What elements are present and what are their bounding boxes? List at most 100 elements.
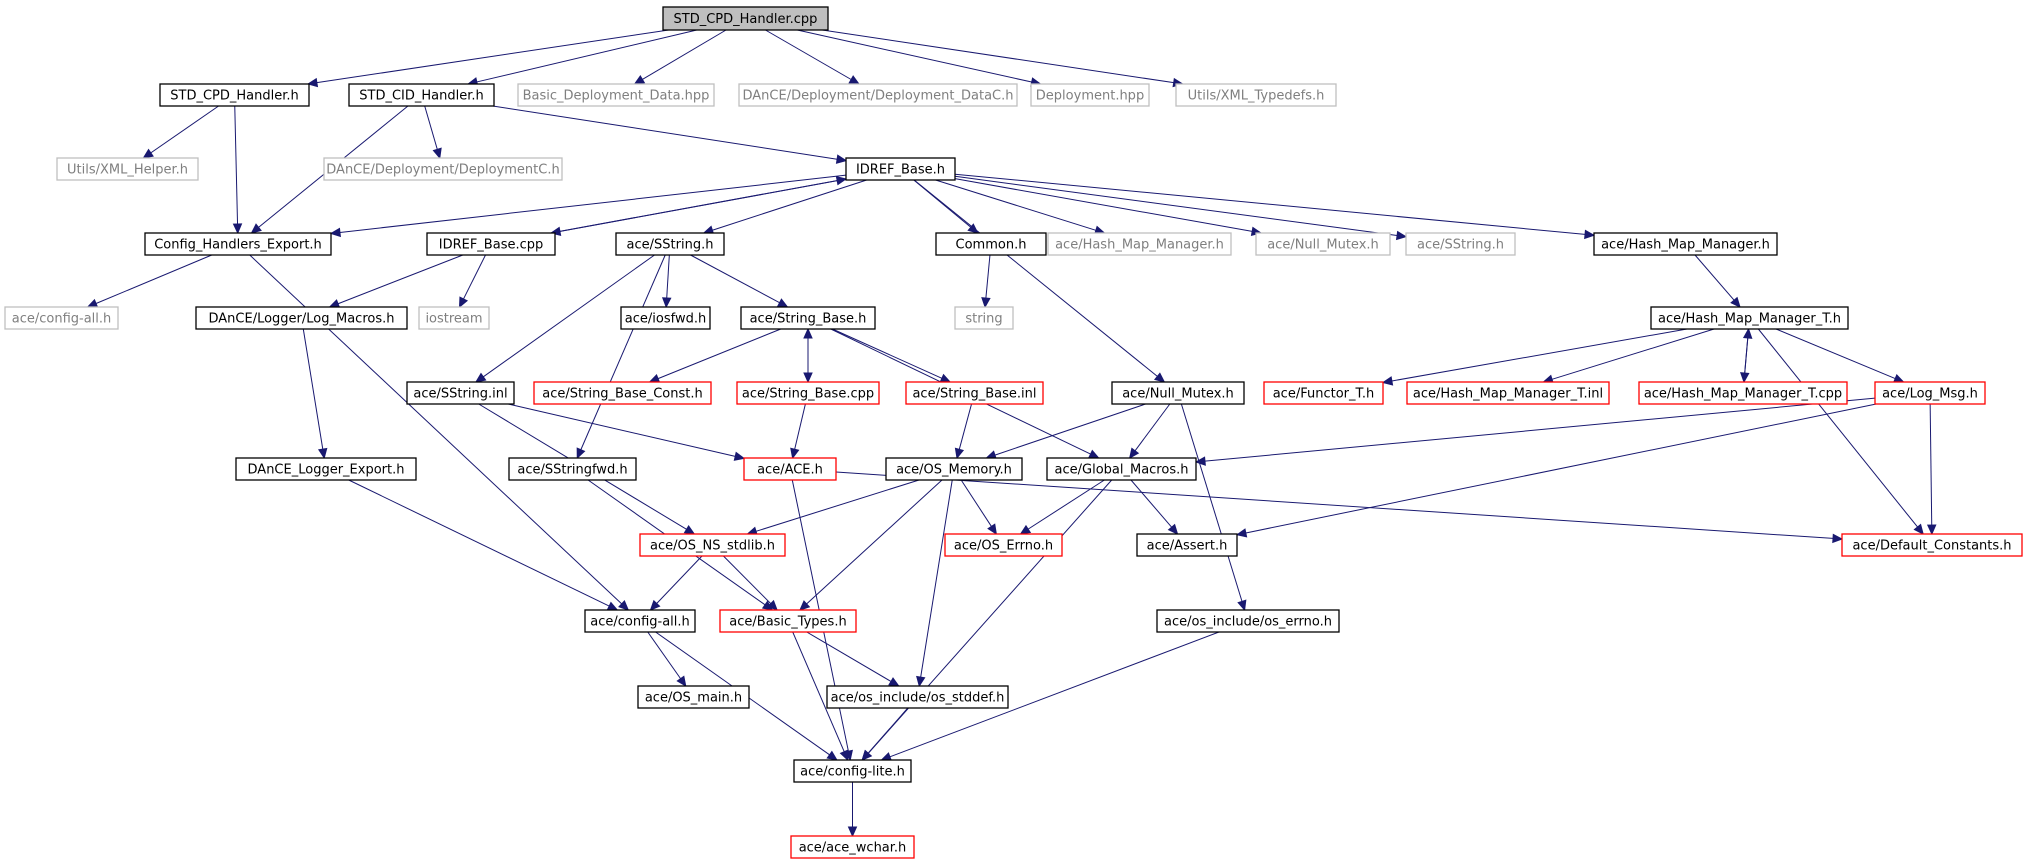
edge-hmm_t_cpp-to-hmm_t_h	[1743, 337, 1749, 383]
node-idref-base-h-idref-base-h[interactable]: IDREF_Base.h	[845, 157, 956, 181]
node-box	[195, 306, 408, 330]
node-dance-logger-log-macros-h-log-macros[interactable]: DAnCE/Logger/Log_Macros.h	[195, 306, 408, 330]
node-ace-os-include-os-stddef-h-os-stddef[interactable]: ace/os_include/os_stddef.h	[826, 685, 1009, 709]
arrowhead-log_msg-to-default_constants	[1926, 524, 1937, 536]
arrowhead-os_memory-to-os_stddef	[916, 675, 926, 688]
arrowhead-sstring_h-to-sstring_inl	[474, 372, 487, 383]
edge-common_h-to-string_ext	[985, 254, 991, 299]
node-string-string-ext: string	[954, 306, 1014, 330]
node-ace-sstring-inl-sstring-inl[interactable]: ace/SString.inl	[406, 381, 515, 405]
node-box	[1405, 232, 1516, 256]
node-utils-xml-helper-h-xml-helper: Utils/XML_Helper.h	[56, 157, 199, 181]
node-label: ace/OS_main.h	[645, 691, 742, 706]
node-ace-functor-t-h-functor-t[interactable]: ace/Functor_T.h	[1263, 381, 1384, 405]
node-box	[845, 157, 956, 181]
node-ace-assert-h-assert-h[interactable]: ace/Assert.h	[1136, 533, 1238, 557]
edge-string_base_h-to-string_base_const	[657, 328, 781, 380]
node-ace-os-ns-stdlib-h-os-ns-stdlib[interactable]: ace/OS_NS_stdlib.h	[639, 533, 786, 557]
node-ace-basic-types-h-basic-types[interactable]: ace/Basic_Types.h	[719, 609, 857, 633]
node-box	[719, 609, 857, 633]
node-ace-os-errno-h-os-errno[interactable]: ace/OS_Errno.h	[944, 533, 1063, 557]
edge-root-to-deployment_hpp	[797, 29, 1032, 83]
node-label: ace/Hash_Map_Manager_T.cpp	[1644, 387, 1842, 402]
node-box	[736, 381, 880, 405]
node-ace-hash-map-manager-t-inl-hmm-t-inl[interactable]: ace/Hash_Map_Manager_T.inl	[1406, 381, 1610, 405]
node-box	[639, 533, 786, 557]
node-box	[418, 306, 490, 330]
node-ace-os-main-h-os-main[interactable]: ace/OS_main.h	[637, 685, 750, 709]
arrowhead-os_memory-to-basic_types	[799, 600, 811, 611]
node-box	[826, 685, 1009, 709]
node-ace-sstringfwd-h-sstringfwd[interactable]: ace/SStringfwd.h	[508, 457, 637, 481]
node-label: IDREF_Base.cpp	[439, 238, 544, 253]
arrowhead-os_ns_stdlib-to-basic_types	[766, 599, 778, 611]
node-box	[1255, 232, 1391, 256]
arrowhead-idref_base_cpp-to-idref_base_h	[835, 176, 848, 186]
edge-null_mutex_h-to-os_include_errno	[1180, 403, 1243, 602]
node-ace-ace-wchar-h-ace-wchar[interactable]: ace/ace_wchar.h	[790, 835, 915, 859]
arrowhead-sstring_inl-to-os_ns_stdlib	[683, 525, 696, 535]
edge-idref_base_h-to-sstring_ext	[954, 175, 1398, 237]
edge-log_msg-to-global_macros	[1204, 397, 1876, 462]
node-ace-os-memory-h-os-memory[interactable]: ace/OS_Memory.h	[885, 457, 1023, 481]
node-ace-hash-map-manager-h-hmm-h[interactable]: ace/Hash_Map_Manager.h	[1593, 232, 1778, 256]
edge-idref_base_cpp-to-log_macros	[337, 254, 464, 305]
node-std-cid-handler-h-std-cid-h[interactable]: STD_CID_Handler.h	[348, 83, 495, 107]
node-std-cpd-handler-h-std-cpd-h[interactable]: STD_CPD_Handler.h	[159, 83, 310, 107]
node-ace-string-base-cpp-string-base-cpp[interactable]: ace/String_Base.cpp	[736, 381, 880, 405]
node-idref-base-cpp-idref-base-cpp[interactable]: IDREF_Base.cpp	[426, 232, 556, 256]
node-ace-string-base-h-string-base-h[interactable]: ace/String_Base.h	[740, 306, 876, 330]
node-ace-sstring-h-sstring-h[interactable]: ace/SString.h	[615, 232, 725, 256]
node-iostream-iostream: iostream	[418, 306, 490, 330]
node-ace-log-msg-h-log-msg[interactable]: ace/Log_Msg.h	[1874, 381, 1986, 405]
node-common-h-common-h[interactable]: Common.h	[935, 232, 1047, 256]
node-label: ace/config-lite.h	[800, 765, 905, 780]
arrowhead-std_cid_h-to-config_handlers_export	[250, 223, 262, 234]
node-dance-logger-export-h-dance-logger-export[interactable]: DAnCE_Logger_Export.h	[235, 457, 417, 481]
edge-log_msg-to-default_constants	[1929, 403, 1933, 526]
node-box	[144, 232, 332, 256]
node-config-handlers-export-h-config-handlers-export[interactable]: Config_Handlers_Export.h	[144, 232, 332, 256]
edge-std_cpd_h-to-xml_helper	[150, 105, 219, 154]
node-std-cpd-handler-cpp-root[interactable]: STD_CPD_Handler.cpp	[662, 6, 829, 31]
node-label: ace/String_Base.h	[750, 312, 867, 327]
arrowhead-std_cid_h-to-idref_base_h	[835, 154, 848, 164]
edge-hmm_t_h-to-functor_t	[1391, 328, 1688, 382]
arrowhead-string_base_cpp-to-ace_h	[790, 447, 800, 460]
node-label: ace/config-all.h	[12, 312, 112, 327]
node-ace-ace-h-ace-h[interactable]: ace/ACE.h	[743, 457, 837, 481]
arrowhead-idref_base_h-to-sstring_ext	[1395, 230, 1408, 241]
arrowhead-idref_base_h-to-hmm_h	[1584, 229, 1596, 240]
node-ace-global-macros-h-global-macros[interactable]: ace/Global_Macros.h	[1046, 457, 1197, 481]
node-ace-config-all-h-config-all-h[interactable]: ace/config-all.h	[584, 609, 696, 633]
node-ace-iosfwd-h-iosfwd[interactable]: ace/iosfwd.h	[620, 306, 711, 330]
node-ace-null-mutex-h-null-mutex-h[interactable]: ace/Null_Mutex.h	[1111, 381, 1245, 405]
node-ace-default-constants-h-default-constants[interactable]: ace/Default_Constants.h	[1841, 533, 2023, 557]
edge-idref_base_h-to-hmm_h	[954, 173, 1586, 235]
node-label: STD_CPD_Handler.cpp	[674, 12, 818, 27]
edge-ace_h-to-default_constants	[835, 471, 1834, 539]
node-ace-string-base-inl-string-base-inl[interactable]: ace/String_Base.inl	[905, 381, 1044, 405]
node-label: ace/ace_wchar.h	[799, 841, 907, 856]
arrowhead-hmm_h-to-hmm_t_h	[1730, 296, 1741, 308]
node-label: ace/os_include/os_stddef.h	[831, 691, 1005, 706]
node-ace-hash-map-manager-t-cpp-hmm-t-cpp[interactable]: ace/Hash_Map_Manager_T.cpp	[1638, 381, 1848, 405]
node-label: ace/config-all.h	[590, 615, 690, 630]
node-ace-hash-map-manager-t-h-hmm-t-h[interactable]: ace/Hash_Map_Manager_T.h	[1650, 306, 1849, 330]
node-box	[159, 83, 310, 107]
edge-dance_logger_export-to-config_all_h	[348, 479, 610, 607]
node-box	[954, 306, 1014, 330]
node-ace-config-lite-h-config-lite[interactable]: ace/config-lite.h	[793, 759, 912, 783]
node-ace-string-base-const-h-string-base-const[interactable]: ace/String_Base_Const.h	[533, 381, 712, 405]
node-box	[1136, 533, 1238, 557]
node-ace-os-include-os-errno-h-os-include-errno[interactable]: ace/os_include/os_errno.h	[1156, 609, 1340, 633]
arrowhead-sstring_inl-to-ace_h	[733, 451, 746, 461]
node-box	[793, 759, 912, 783]
edge-null_mutex_h-to-global_macros	[1134, 403, 1171, 452]
node-box	[584, 609, 696, 633]
edge-sstring_inl-to-ace_h	[508, 403, 736, 457]
arrowhead-hmm_t_h-to-default_constants	[1913, 523, 1924, 535]
edge-global_macros-to-assert_h	[1130, 479, 1173, 528]
